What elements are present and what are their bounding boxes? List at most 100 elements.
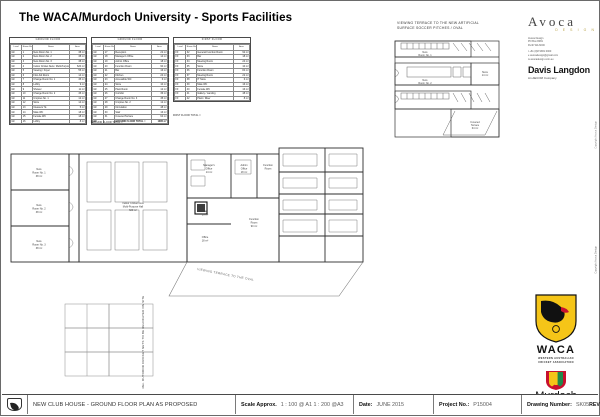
project-number-value: P15004 [473,401,492,408]
contact-email: e avocadesign@gmail.com [528,54,559,58]
date-field: Date: JUNE 2015 [354,395,434,414]
address-line: Perth WA 6000 [528,43,545,47]
waca-subtitle-line2: CRICKET ASSOCIATION [538,361,574,365]
drawing-number-label: Drawing Number: [527,401,572,408]
first-floor-total-label: FIRST FLOOR TOTAL = [173,114,201,117]
table-cell: GF [91,118,105,125]
svg-text:Function: Function [263,164,273,167]
davis-langdon-tagline: An AECOM Company [528,75,557,80]
svg-text:38 m²: 38 m² [36,175,43,178]
outdoor-cricket-nets-label: 4No. OUTDOOR CRICKET NETS TO BE RELOCATE… [141,295,145,389]
svg-text:18 m²: 18 m² [241,171,248,174]
page-title: The WACA/Murdoch University - Sports Fac… [19,12,293,24]
svg-text:Bar: Bar [203,210,207,213]
table-cell: Plant / Riser [195,95,234,102]
drawing-number-field: Drawing Number: SK05 REV 2 [522,395,600,414]
room-schedule-ground-2: GROUND FLOOR Level Room Ref Name Area GF… [91,37,169,126]
murdoch-crest-icon [545,370,567,390]
col-level: Level [91,43,105,51]
svg-text:Office: Office [241,168,248,171]
svg-text:64 m²: 64 m² [472,127,479,130]
quantity-surveyor-block: Davis Langdon An AECOM Company [528,65,598,80]
date-value: JUNE 2015 [376,401,405,408]
svg-text:Room No. 2: Room No. 2 [32,208,46,211]
svg-text:Nets: Nets [36,240,42,243]
drawing-number-value: SK05 [575,401,590,408]
terrace-label-inline: VIEWING TERRACE TO THE OVAL [197,267,255,282]
col-level: Level [9,43,23,51]
architect-block: Avoca D E S I G N Avoca Design PO Box 80… [528,15,598,62]
svg-text:38 m²: 38 m² [36,247,43,250]
ground-floor-total-label: GROUND FLOOR TOTAL = [91,121,123,124]
svg-text:Nets: Nets [36,204,42,207]
svg-text:Nets: Nets [36,168,42,171]
avoca-logo-subtitle: D E S I G N [555,28,596,32]
svg-text:90 m²: 90 m² [251,225,258,228]
svg-text:Room No. 2: Room No. 2 [418,82,432,85]
svg-text:18 m²: 18 m² [202,240,209,243]
svg-text:Nets: Nets [422,51,428,54]
inset-annotation-line2: SURFACE SOCCER PITCHES / OVAL [397,26,463,30]
avoca-contact: t +61 (0)8 9381 0000 e avocadesign@gmail… [528,50,598,62]
drawing-description-value: NEW CLUB HOUSE - GROUND FLOOR PLAN AS PR… [33,401,198,408]
date-label: Date: [359,401,373,408]
table-cell: Lobby [31,118,70,125]
drawing-description: NEW CLUB HOUSE - GROUND FLOOR PLAN AS PR… [28,395,236,414]
svg-text:Room No. 1: Room No. 1 [32,172,46,175]
revision-value: REV 2 [589,401,600,408]
svg-text:14 m²: 14 m² [482,74,489,77]
svg-text:Nets: Nets [422,79,428,82]
title-block-logo [2,395,28,414]
project-number-label: Project No.: [439,401,470,408]
schedule-title: GROUND FLOOR [10,38,86,44]
project-number-field: Project No.: P15004 [434,395,522,414]
scale-field: Scale Approx. 1 : 100 @ A1 1 : 200 @A3 [236,395,354,414]
svg-text:Multi-Purpose Hall: Multi-Purpose Hall [123,206,144,209]
col-area: Area [232,43,251,51]
table-cell: FF [173,95,187,102]
svg-text:Room: Room [265,168,272,171]
copyright-notice: Copyright Avoca Design [595,246,598,274]
table-cell: 8 m² [68,118,87,125]
inset-annotation: VIEWING TERRACE TO THE NEW ARTIFICIAL SU… [397,21,479,31]
waca-shield-icon [534,293,578,343]
waca-wordmark: WACA [536,344,576,356]
col-level: Level [173,43,187,51]
svg-text:Room No. 3: Room No. 3 [32,244,46,247]
inset-annotation-line1: VIEWING TERRACE TO THE NEW ARTIFICIAL [397,21,480,25]
svg-text:Manager's: Manager's [203,164,215,167]
title-block: NEW CLUB HOUSE - GROUND FLOOR PLAN AS PR… [2,394,600,414]
table-cell: 16 [21,118,33,125]
scale-label: Scale Approx. [241,401,277,408]
avoca-logo-text: Avoca [528,14,576,29]
svg-text:Store: Store [482,71,489,74]
address-line: PO Box 8081 [528,40,543,44]
contact-website: w avocadesign.com.au [528,58,554,62]
svg-text:Function: Function [249,218,259,221]
waca-mini-shield-icon [7,398,22,411]
svg-text:Room No. 1: Room No. 1 [418,54,432,57]
svg-text:38 m²: 38 m² [36,211,43,214]
schedule-title: GROUND FLOOR [92,38,168,44]
col-area: Area [68,43,87,51]
svg-text:14 m²: 14 m² [206,171,213,174]
col-area: Area [150,43,169,51]
svg-text:16 m²: 16 m² [202,214,209,217]
schedule-title: FIRST FLOOR [174,38,250,44]
room-schedule-ground-1: GROUND FLOOR Level Room Ref Name Area GF… [9,37,87,126]
copyright-notice-secondary: Copyright Avoca Design [595,121,598,149]
waca-subtitle-line1: WESTERN AUSTRALIAN [538,357,574,360]
svg-text:Office: Office [202,236,209,239]
